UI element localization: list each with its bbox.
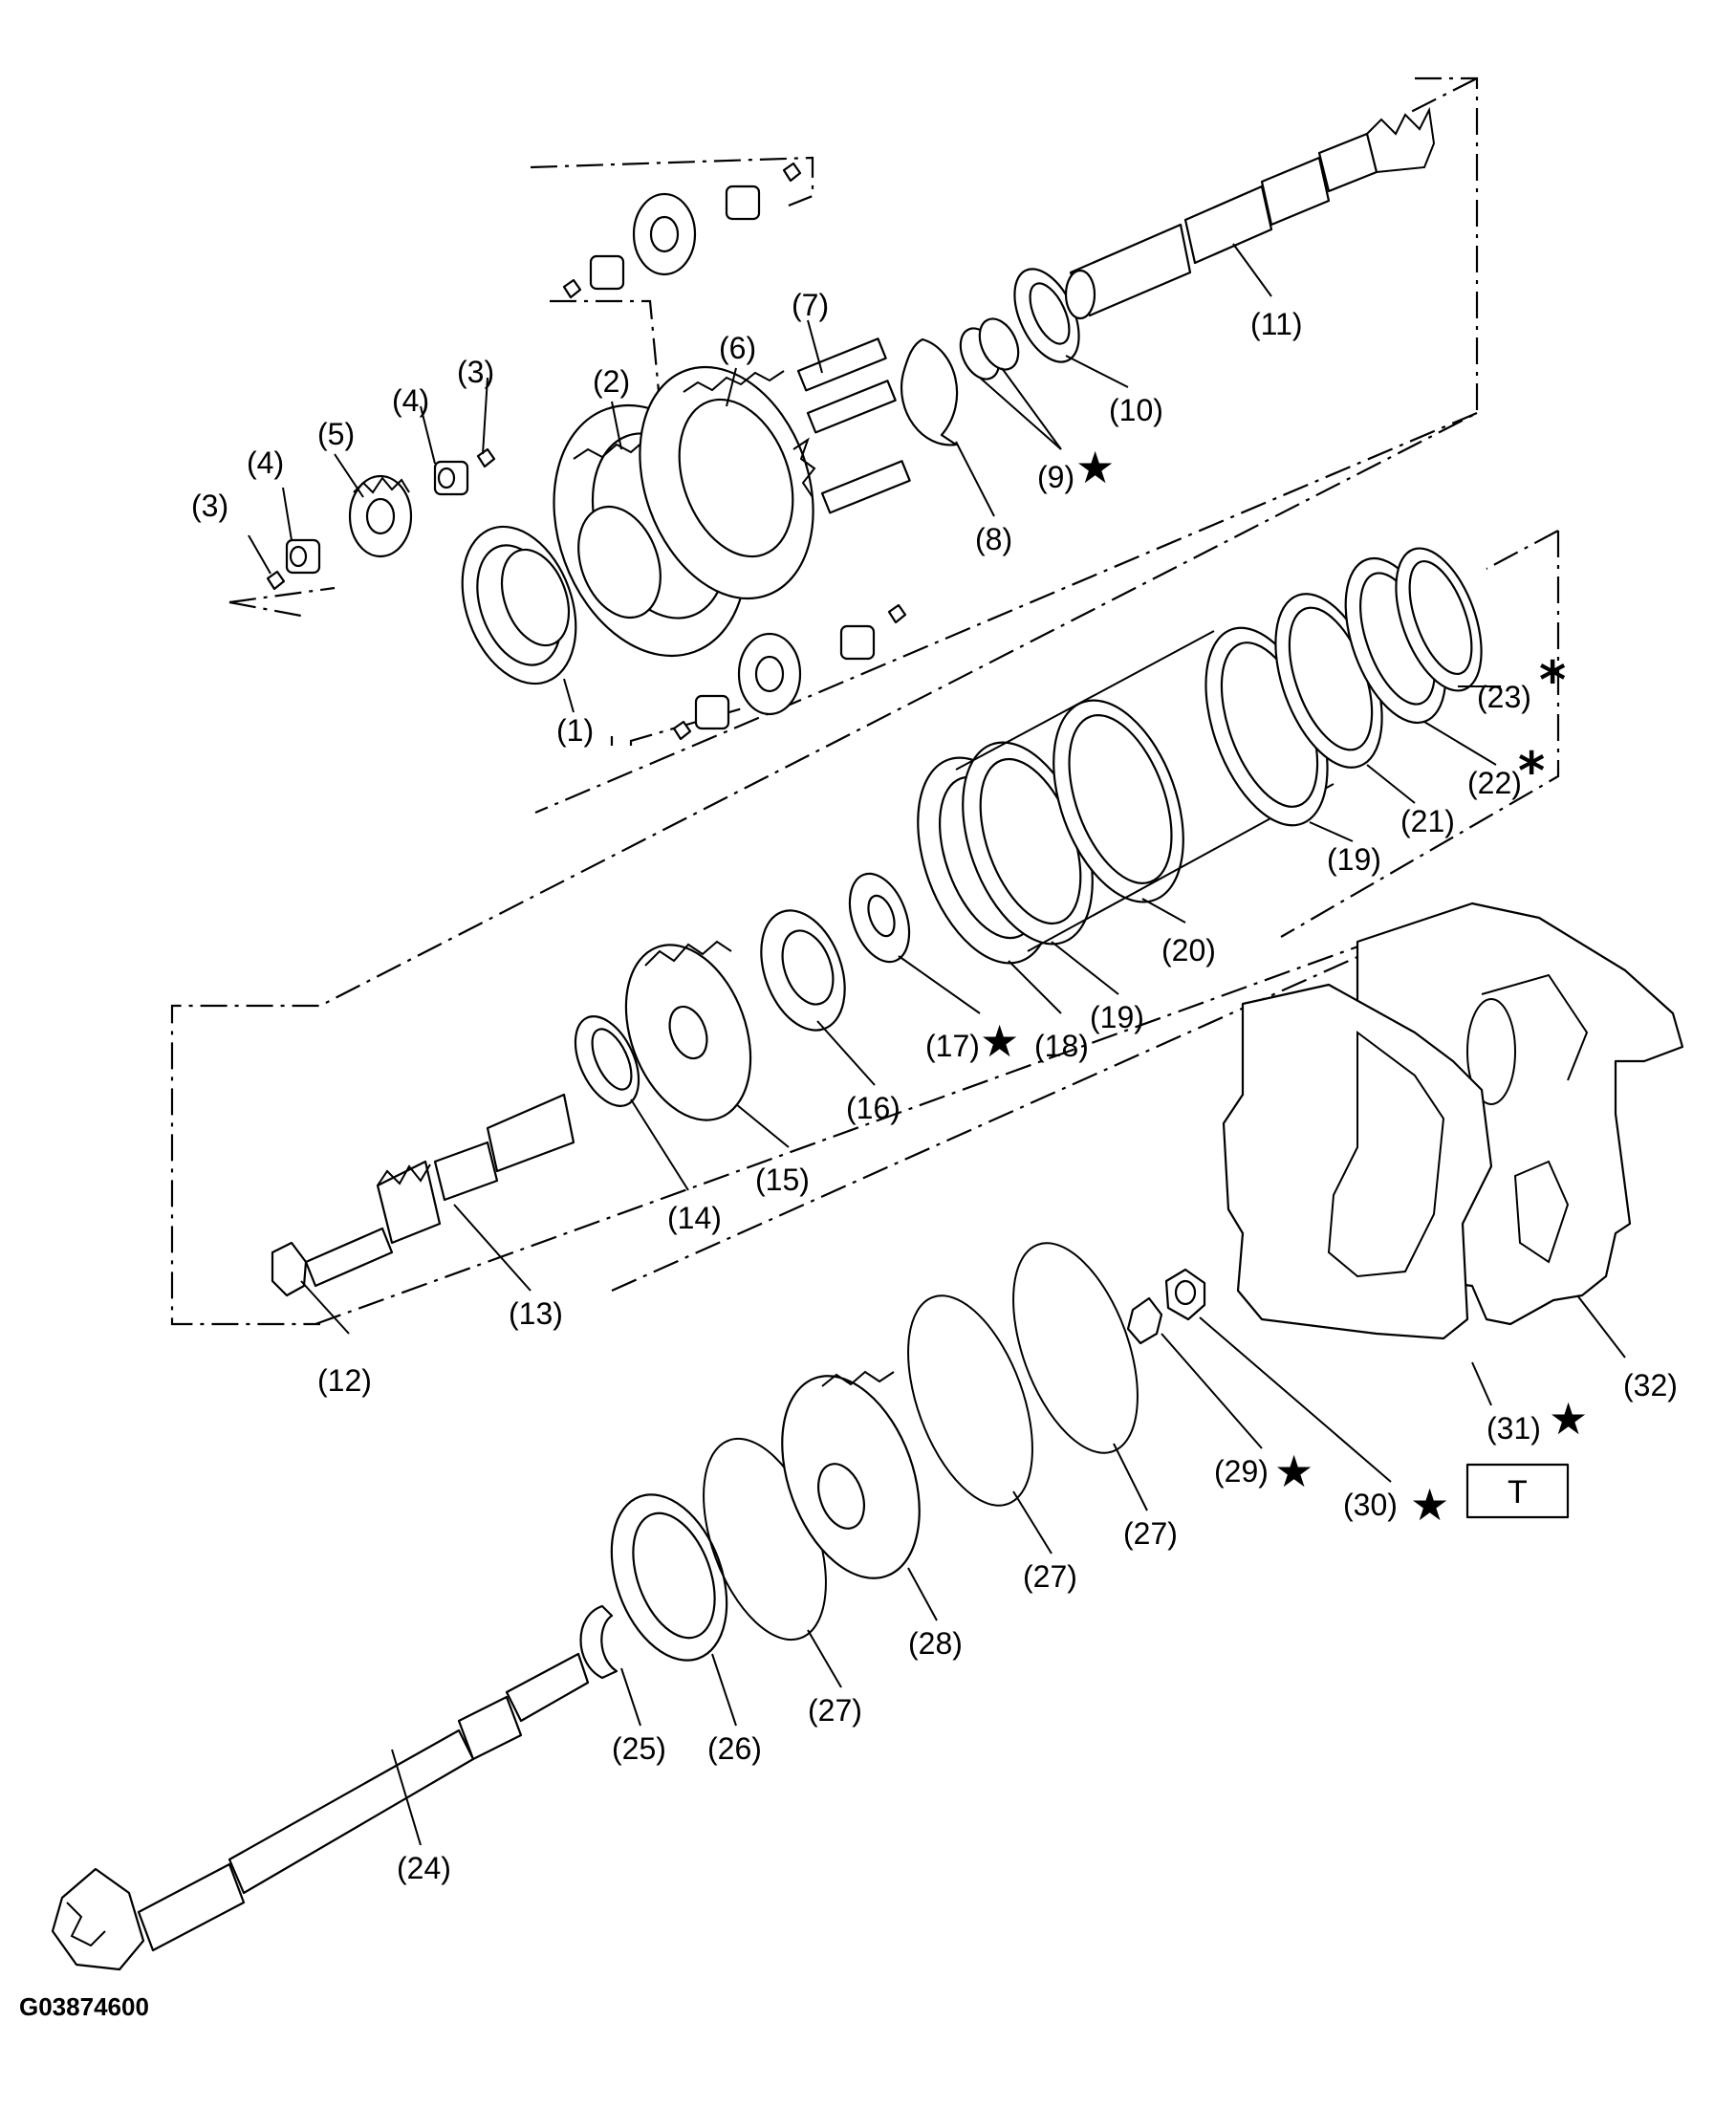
part-16-bearing [760,909,846,1032]
label-13: (13) [509,1296,563,1331]
part-15-gear [624,940,752,1121]
part-10-thrust-plate [1013,268,1080,363]
label-7: (7) [792,288,829,322]
label-31: (31) [1486,1411,1541,1446]
part-17-hub [848,872,911,964]
label-1: (1) [556,713,594,748]
part-13-input-shaft [304,1093,575,1288]
label-29: (29) [1214,1454,1269,1489]
asterisk-22: * [1518,741,1545,801]
part-9-washers [959,317,1020,380]
star-markers: ★ ★ ★ ★ ★ [980,442,1588,1531]
pinion-cluster-bottom [672,603,907,741]
part-11-shaft [1064,106,1436,320]
star-17: ★ [980,1015,1019,1067]
label-25: (25) [612,1731,666,1766]
part-27-retaining-ring-c [1012,1242,1139,1454]
label-26: (26) [707,1731,762,1766]
label-19b: (19) [1327,842,1381,877]
label-27a: (27) [808,1693,862,1728]
label-5: (5) [317,417,355,451]
star-30: ★ [1410,1479,1449,1531]
label-10: (10) [1109,393,1163,427]
part-5-pinion-left [348,474,413,558]
label-32: (32) [1623,1368,1678,1402]
part-7-pins [796,337,911,514]
asterisk-markers: * * [1518,650,1566,801]
label-18: (18) [1034,1029,1089,1063]
star-9: ★ [1075,442,1115,493]
label-30: (30) [1343,1488,1398,1522]
label-11: (11) [1250,307,1303,341]
label-22: (22) [1467,766,1522,800]
part-12-nut [271,1241,308,1297]
part-20-clutch-plate [1052,699,1184,903]
label-15: (15) [755,1163,810,1197]
label-17: (17) [925,1029,980,1063]
label-16: (16) [846,1091,901,1125]
torque-label: T [1508,1474,1528,1511]
label-23: (23) [1477,680,1531,714]
label-9: (9) [1037,460,1074,494]
label-4a: (4) [247,446,284,480]
label-4b: (4) [392,383,429,418]
label-6: (6) [719,331,756,365]
part-24-output-shaft [51,1652,590,1971]
part-30-nut [1164,1268,1206,1321]
part-labels: (1) (2) (3) (3) (4) (4) (5) (6) (7) (8) … [191,288,1678,1885]
leader-lines [248,243,1626,1846]
torque-callout: T [1465,1463,1570,1519]
star-31: ★ [1549,1393,1588,1445]
part-26-bearing [610,1493,728,1662]
label-21: (21) [1400,804,1455,838]
label-3b: (3) [457,355,494,389]
part-27-retaining-ring-b [907,1294,1033,1507]
label-19a: (19) [1090,1000,1144,1034]
assembly-axis-lines [170,76,1560,1326]
part-4-roller-left [285,460,469,575]
label-12: (12) [317,1363,372,1398]
label-14: (14) [667,1201,722,1235]
label-24: (24) [397,1851,451,1885]
part-14-bearing [574,1015,640,1107]
label-8: (8) [975,522,1012,556]
asterisk-23: * [1539,650,1566,710]
label-3a: (3) [191,489,228,523]
label-2: (2) [593,364,630,399]
pinion-cluster-top [562,162,802,299]
part-1-bearing [461,525,577,685]
label-27b: (27) [1023,1559,1077,1594]
part-25-snap-ring [579,1604,618,1680]
part-23-retaining-plate [1395,547,1483,692]
label-27c: (27) [1123,1516,1178,1551]
label-20: (20) [1161,933,1216,968]
part-6-carrier-gear [639,365,816,600]
star-29: ★ [1274,1446,1313,1497]
part-8-snap-ring [901,337,959,446]
part-29-washer [1126,1296,1163,1345]
label-28: (28) [908,1626,963,1661]
part-31-gasket [1222,983,1493,1340]
figure-code: G03874600 [19,1992,149,2021]
part-28-output-gear [781,1370,921,1579]
